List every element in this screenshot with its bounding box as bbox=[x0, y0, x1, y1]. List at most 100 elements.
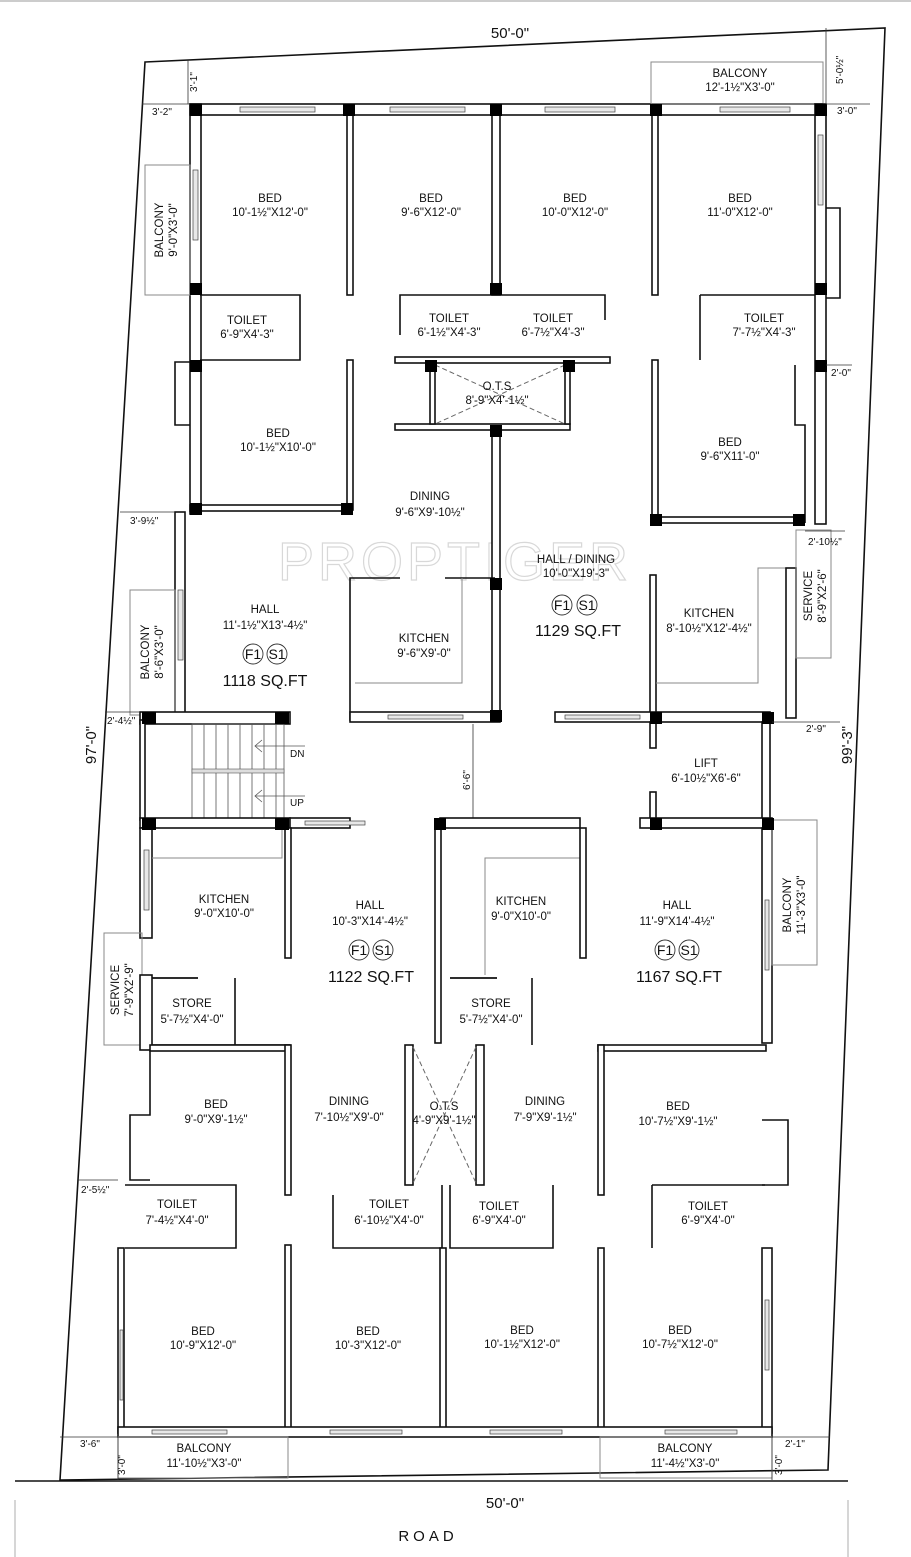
window bbox=[239, 106, 316, 113]
room-label: BALCONY bbox=[658, 1443, 713, 1455]
wall bbox=[439, 1247, 447, 1434]
room-label: BED bbox=[204, 1099, 228, 1111]
setback-label: 2'-5½" bbox=[81, 1185, 110, 1196]
room-dims: 11'-1½"X13'-4½" bbox=[223, 620, 308, 632]
wall bbox=[284, 827, 292, 959]
plot-right-depth: 99'-3" bbox=[839, 726, 856, 764]
wall-corridor-bottom bbox=[439, 817, 581, 829]
wall-corridor-top bbox=[139, 711, 291, 725]
room-dims: 9'-6"X9'-0" bbox=[397, 648, 450, 660]
room-label: STORE bbox=[471, 998, 511, 1010]
wall-left-store bbox=[139, 974, 153, 1051]
room-dims: 10'-0"X12'-0" bbox=[542, 207, 608, 219]
watermark: PROPTIGER bbox=[278, 532, 632, 592]
room-dims: 10'-1½"X10'-0" bbox=[240, 442, 316, 454]
room-dims: 7'-9"X9'-1½" bbox=[513, 1112, 576, 1124]
counter bbox=[355, 578, 463, 684]
flat-area: 1122 SQ.FT bbox=[328, 969, 414, 986]
toilet-wall bbox=[332, 1185, 443, 1249]
window bbox=[387, 714, 464, 720]
badge-f: F1 bbox=[657, 942, 674, 958]
room-dims: 6'-10½"X4'-0" bbox=[354, 1215, 423, 1227]
wall bbox=[651, 359, 659, 521]
wall-left-top bbox=[189, 103, 202, 515]
room-label: TOILET bbox=[227, 315, 267, 327]
window bbox=[489, 1429, 563, 1435]
balcony-right-hall bbox=[771, 819, 818, 966]
room-label: BED bbox=[258, 193, 282, 205]
setback-label: 2'-4½" bbox=[107, 716, 136, 727]
wall bbox=[284, 1044, 292, 1196]
room-dims: 7'-9"X2'-9" bbox=[124, 963, 136, 1016]
room-dims: 11'-0"X12'-0" bbox=[707, 207, 772, 219]
wall bbox=[651, 114, 659, 296]
room-label: STORE bbox=[172, 998, 212, 1010]
ots-wall bbox=[564, 362, 571, 425]
badge-s: S1 bbox=[680, 942, 697, 958]
room-dims: 6'-1½"X4'-3" bbox=[417, 327, 480, 339]
setback-label: 3'-2" bbox=[152, 107, 172, 118]
wall bbox=[491, 429, 501, 721]
room-label: SERVICE bbox=[110, 965, 122, 1016]
room-dims: 10'-7½"X9'-1½" bbox=[638, 1116, 717, 1128]
room-label: BED bbox=[266, 428, 290, 440]
room-label: TOILET bbox=[688, 1201, 728, 1213]
room-dims: 10'-9"X12'-0" bbox=[170, 1340, 236, 1352]
room-label: TOILET bbox=[157, 1199, 197, 1211]
room-dims: 8'-9"X2'-6" bbox=[817, 569, 829, 622]
plot-boundary bbox=[59, 27, 886, 1481]
room-label: TOILET bbox=[369, 1199, 409, 1211]
toilet-wall bbox=[399, 294, 606, 335]
room-label: HALL bbox=[356, 900, 385, 912]
room-dims: 11'-9"X14'-4½" bbox=[640, 916, 715, 928]
ots-wall bbox=[394, 423, 571, 431]
wall bbox=[579, 827, 587, 959]
room-label: KITCHEN bbox=[399, 633, 449, 645]
room-label: BALCONY bbox=[177, 1443, 232, 1455]
room-dims: 6'-9"X4'-3" bbox=[220, 329, 273, 341]
room-label: BED bbox=[419, 193, 443, 205]
window bbox=[719, 106, 791, 113]
setback-label: 5'-0½" bbox=[835, 55, 846, 84]
window bbox=[151, 1429, 228, 1435]
wall bbox=[149, 1044, 291, 1052]
badge-s: S1 bbox=[268, 646, 285, 662]
plot-top-width: 50'-0" bbox=[491, 25, 529, 42]
window bbox=[329, 1429, 403, 1435]
room-dims: 11'-3"X3'-0" bbox=[796, 875, 808, 934]
counter bbox=[152, 828, 283, 859]
room-dims: 5'-7½"X4'-0" bbox=[160, 1014, 223, 1026]
wall bbox=[597, 1247, 605, 1434]
window bbox=[304, 820, 366, 826]
room-dims: 9'-0"X9'-1½" bbox=[184, 1114, 247, 1126]
balcony-top-right bbox=[650, 61, 824, 105]
service-top-right bbox=[795, 529, 832, 659]
window bbox=[817, 134, 824, 206]
corridor-width-label: 6'-6" bbox=[462, 770, 473, 790]
toilet-wall bbox=[200, 294, 301, 361]
wall bbox=[346, 359, 354, 511]
room-label: BALCONY bbox=[154, 202, 166, 257]
badge-f: F1 bbox=[351, 942, 368, 958]
room-dims: 11'-4½"X3'-0" bbox=[651, 1458, 720, 1470]
wall bbox=[346, 114, 354, 296]
room-label: BED bbox=[563, 193, 587, 205]
room-dims: 5'-7½"X4'-0" bbox=[459, 1014, 522, 1026]
room-label: BALCONY bbox=[140, 624, 152, 679]
window bbox=[764, 899, 770, 971]
flat-badge: F1 S1 bbox=[348, 939, 394, 961]
lift-dims: 6'-10½"X6'-6" bbox=[671, 773, 740, 785]
room-label: BED bbox=[666, 1101, 690, 1113]
wall-center bbox=[434, 827, 442, 1044]
room-dims: 7'-4½"X4'-0" bbox=[145, 1215, 208, 1227]
room-label: DINING bbox=[410, 491, 450, 503]
road-label: ROAD bbox=[398, 1528, 457, 1545]
flat-area: 1118 SQ.FT bbox=[223, 673, 308, 690]
setback-label: 3'-1" bbox=[189, 72, 200, 92]
room-dims: 7'-10½"X9'-0" bbox=[314, 1112, 383, 1124]
stair-up-label: UP bbox=[290, 798, 304, 809]
staircase bbox=[191, 723, 305, 820]
wall-right-kitchen bbox=[785, 567, 797, 719]
lift-wall bbox=[761, 721, 771, 821]
